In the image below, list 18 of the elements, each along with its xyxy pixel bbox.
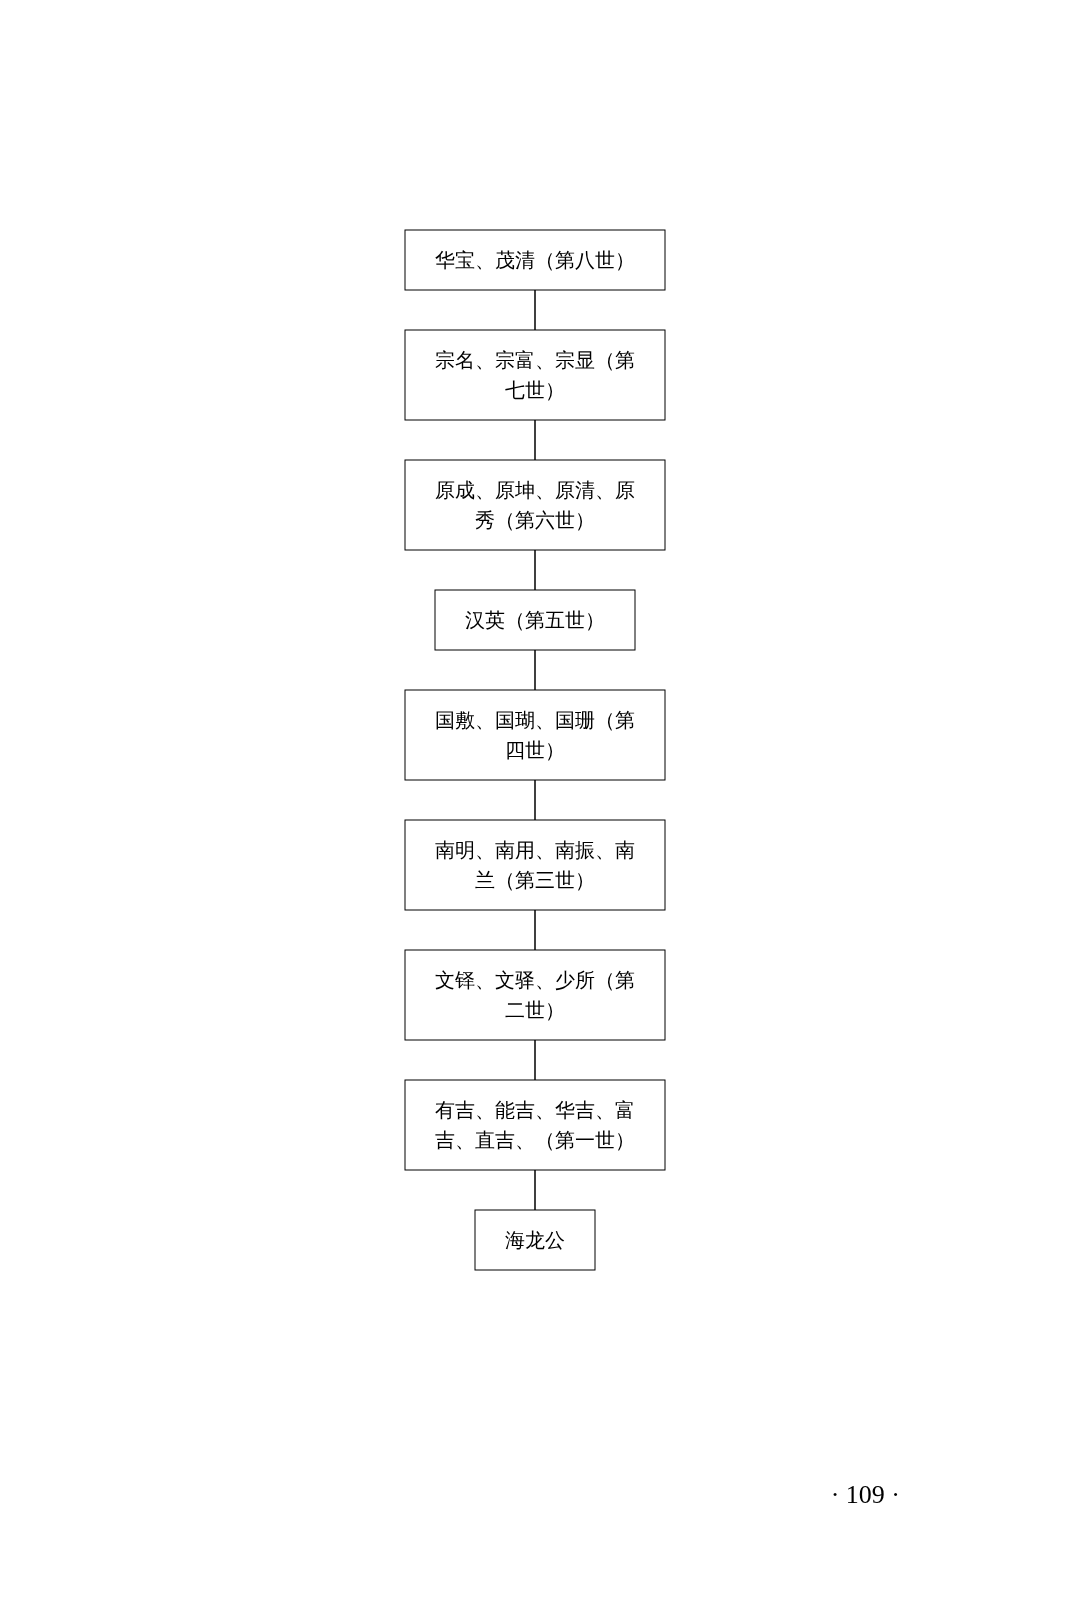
node-box: 海龙公	[474, 1209, 596, 1271]
connector	[534, 779, 536, 821]
connector	[534, 1169, 536, 1211]
connector	[534, 1039, 536, 1081]
connector	[534, 419, 536, 461]
node-box: 华宝、茂清（第八世）	[404, 229, 666, 291]
node-box: 宗名、宗富、宗显（第七世）	[404, 329, 666, 421]
connector	[534, 289, 536, 331]
node-box: 有吉、能吉、华吉、富吉、直吉、（第一世）	[404, 1079, 666, 1171]
connector	[534, 649, 536, 691]
node-box: 南明、南用、南振、南兰（第三世）	[404, 819, 666, 911]
node-box: 原成、原坤、原清、原秀（第六世）	[404, 459, 666, 551]
node-box: 文铎、文驿、少所（第二世）	[404, 949, 666, 1041]
node-box: 汉英（第五世）	[434, 589, 636, 651]
node-box: 国敷、国瑚、国珊（第四世）	[404, 689, 666, 781]
page-number: · 109 ·	[830, 1480, 900, 1510]
connector	[534, 549, 536, 591]
connector	[534, 909, 536, 951]
